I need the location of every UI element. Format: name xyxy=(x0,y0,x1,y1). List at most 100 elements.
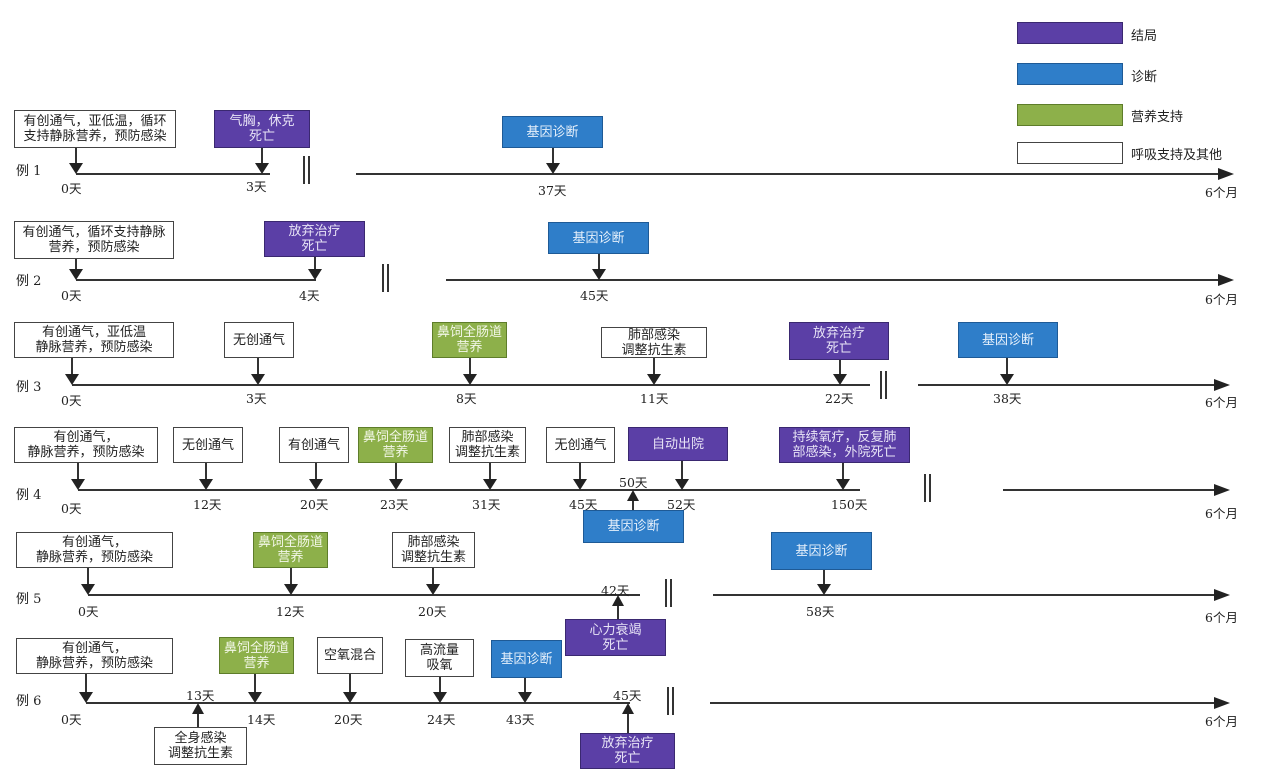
legend-swatch-nutrition xyxy=(1017,104,1123,126)
day-label: 20天 xyxy=(300,497,329,512)
event-box-other: 有创通气，亚低温，循环 支持静脉营养，预防感染 xyxy=(14,110,176,148)
arrow-right-icon xyxy=(1218,168,1234,180)
day-label: 24天 xyxy=(427,712,456,727)
arrow-down-icon xyxy=(833,374,847,385)
arrow-down-icon xyxy=(79,692,93,703)
legend-label-nutrition: 营养支持 xyxy=(1131,110,1184,125)
event-box-other: 全身感染 调整抗生素 xyxy=(154,727,247,765)
arrow-down-icon xyxy=(251,374,265,385)
event-box-other: 有创通气 xyxy=(279,427,349,463)
day-label: 12天 xyxy=(193,497,222,512)
case-label: 例 3 xyxy=(16,380,42,395)
arrow-down-icon xyxy=(836,479,850,490)
legend-label-diagnosis: 诊断 xyxy=(1131,70,1158,85)
legend-label-other: 呼吸支持及其他 xyxy=(1131,148,1223,163)
day-label: 20天 xyxy=(418,604,447,619)
day-label: 42天 xyxy=(601,583,630,598)
day-label: 13天 xyxy=(186,688,215,703)
event-box-diagnosis: 基因诊断 xyxy=(958,322,1058,358)
arrow-down-icon xyxy=(71,479,85,490)
event-box-other: 空氧混合 xyxy=(317,637,383,674)
day-label: 50天 xyxy=(619,475,648,490)
case-label: 例 4 xyxy=(16,488,42,503)
day-label: 0天 xyxy=(61,712,82,727)
day-label: 0天 xyxy=(61,501,82,516)
arrow-down-icon xyxy=(426,584,440,595)
event-box-nutrition: 鼻饲全肠道 营养 xyxy=(219,637,294,674)
event-box-outcome: 放弃治疗 死亡 xyxy=(580,733,675,769)
event-box-outcome: 气胸，休克 死亡 xyxy=(214,110,310,148)
day-label: 37天 xyxy=(538,183,567,198)
arrow-down-icon xyxy=(433,692,447,703)
arrow-right-icon xyxy=(1214,484,1230,496)
event-box-other: 无创通气 xyxy=(546,427,615,463)
arrow-down-icon xyxy=(573,479,587,490)
event-box-other: 肺部感染 调整抗生素 xyxy=(392,532,475,568)
arrow-down-icon xyxy=(69,269,83,280)
event-box-nutrition: 鼻饲全肠道 营养 xyxy=(253,532,328,568)
legend-label-outcome: 结局 xyxy=(1131,29,1158,44)
arrow-down-icon xyxy=(199,479,213,490)
arrow-down-icon xyxy=(675,479,689,490)
arrow-down-icon xyxy=(69,163,83,174)
day-label: 43天 xyxy=(506,712,535,727)
arrow-up-icon xyxy=(622,703,634,714)
day-label: 4天 xyxy=(299,288,320,303)
event-box-other: 高流量 吸氧 xyxy=(405,639,474,677)
day-label: 0天 xyxy=(61,288,82,303)
event-box-other: 肺部感染 调整抗生素 xyxy=(449,427,526,463)
arrow-down-icon xyxy=(309,479,323,490)
event-box-diagnosis: 基因诊断 xyxy=(548,222,649,254)
event-box-other: 有创通气，亚低温 静脉营养，预防感染 xyxy=(14,322,174,358)
event-box-outcome: 心力衰竭 死亡 xyxy=(565,619,666,656)
day-label: 8天 xyxy=(456,391,477,406)
event-box-outcome: 持续氧疗，反复肺 部感染，外院死亡 xyxy=(779,427,910,463)
case-label: 例 5 xyxy=(16,592,42,607)
arrow-down-icon xyxy=(546,163,560,174)
day-label: 31天 xyxy=(472,497,501,512)
day-label: 3天 xyxy=(246,179,267,194)
day-label: 0天 xyxy=(61,393,82,408)
arrow-right-icon xyxy=(1218,274,1234,286)
arrow-down-icon xyxy=(647,374,661,385)
arrow-down-icon xyxy=(284,584,298,595)
event-box-other: 有创通气，循环支持静脉 营养，预防感染 xyxy=(14,221,174,259)
legend-swatch-other xyxy=(1017,142,1123,164)
end-label: 6个月 xyxy=(1205,714,1238,729)
day-label: 150天 xyxy=(831,497,868,512)
event-box-outcome: 自动出院 xyxy=(628,427,728,461)
end-label: 6个月 xyxy=(1205,395,1238,410)
end-label: 6个月 xyxy=(1205,610,1238,625)
event-box-other: 肺部感染 调整抗生素 xyxy=(601,327,707,358)
day-label: 0天 xyxy=(78,604,99,619)
event-box-outcome: 放弃治疗 死亡 xyxy=(789,322,889,360)
end-label: 6个月 xyxy=(1205,506,1238,521)
arrow-down-icon xyxy=(343,692,357,703)
event-box-other: 无创通气 xyxy=(224,322,294,358)
arrow-down-icon xyxy=(483,479,497,490)
day-label: 12天 xyxy=(276,604,305,619)
arrow-right-icon xyxy=(1214,697,1230,709)
arrow-down-icon xyxy=(518,692,532,703)
arrow-up-icon xyxy=(192,703,204,714)
event-box-nutrition: 鼻饲全肠道 营养 xyxy=(432,322,507,358)
case-label: 例 6 xyxy=(16,694,42,709)
end-label: 6个月 xyxy=(1205,185,1238,200)
event-box-nutrition: 鼻饲全肠道 营养 xyxy=(358,427,433,463)
legend-swatch-diagnosis xyxy=(1017,63,1123,85)
day-label: 0天 xyxy=(61,181,82,196)
arrow-down-icon xyxy=(1000,374,1014,385)
event-box-other: 有创通气， 静脉营养，预防感染 xyxy=(14,427,158,463)
day-label: 45天 xyxy=(580,288,609,303)
case-label: 例 1 xyxy=(16,164,42,179)
day-label: 22天 xyxy=(825,391,854,406)
day-label: 3天 xyxy=(246,391,267,406)
event-box-diagnosis: 基因诊断 xyxy=(583,510,684,543)
day-label: 45天 xyxy=(613,688,642,703)
event-box-diagnosis: 基因诊断 xyxy=(491,640,562,678)
day-label: 20天 xyxy=(334,712,363,727)
arrow-down-icon xyxy=(65,374,79,385)
event-box-diagnosis: 基因诊断 xyxy=(771,532,872,570)
arrow-down-icon xyxy=(308,269,322,280)
